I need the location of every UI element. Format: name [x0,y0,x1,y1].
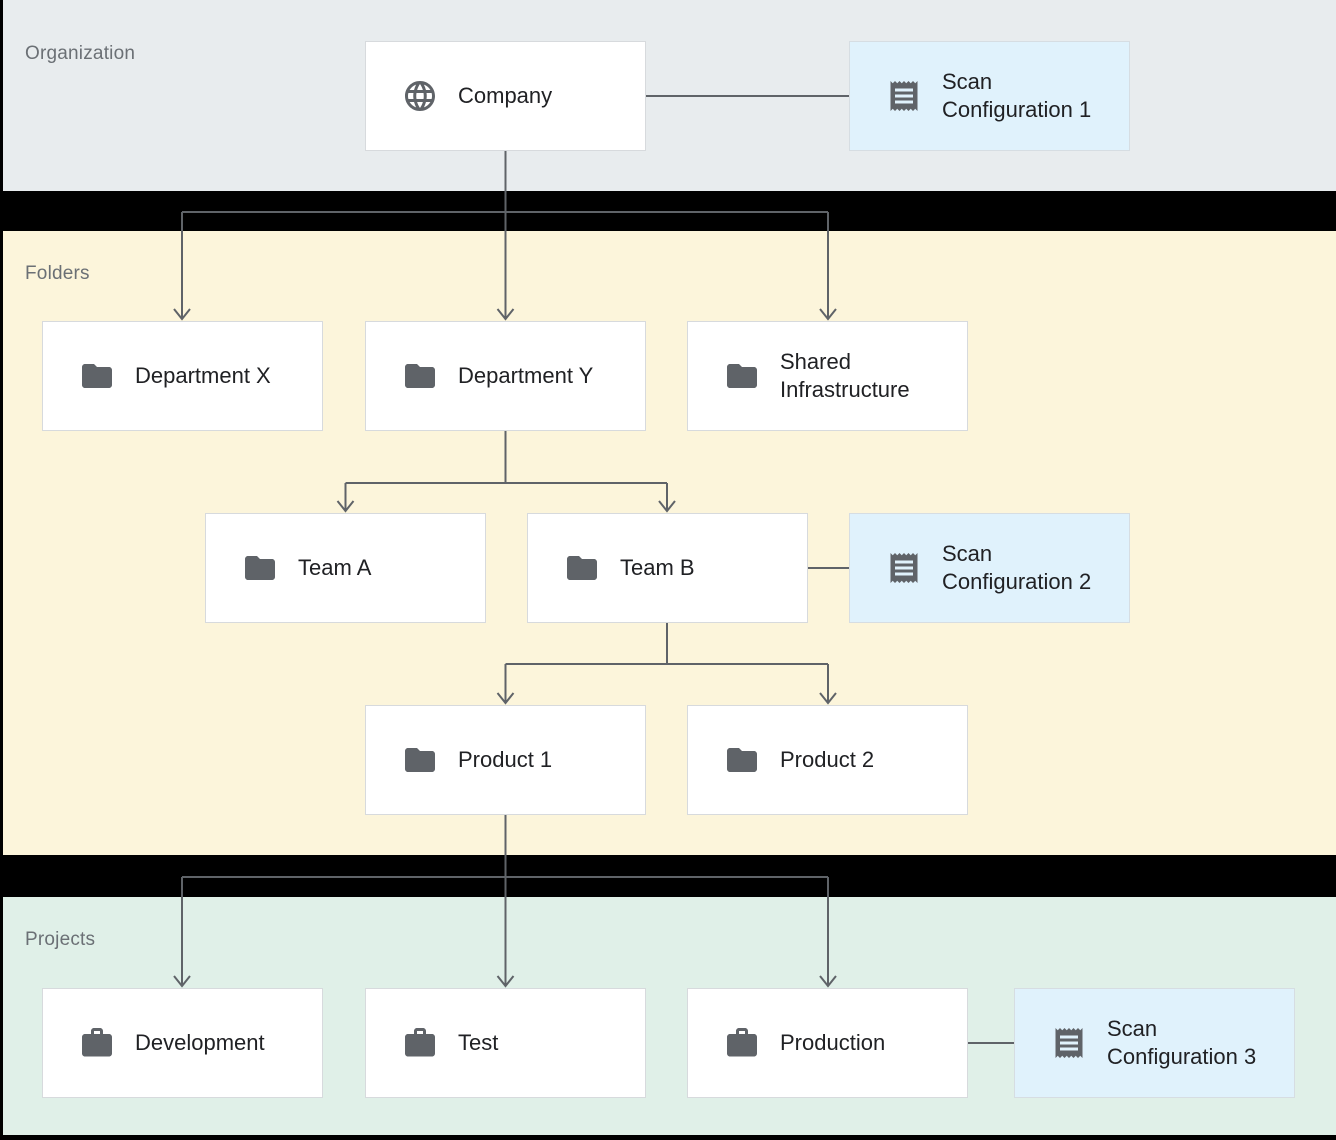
receipt-icon [886,78,922,114]
node-production: Production [687,988,968,1098]
node-department-x: Department X [42,321,323,431]
folder-icon [724,742,760,778]
node-label: Development [135,1030,265,1055]
node-label: Team A [298,555,372,580]
node-label: Department Y [458,363,594,388]
folder-icon [564,550,600,586]
node-scan-configuration-1: Scan Configuration 1 [849,41,1130,151]
section-label-folders: Folders [25,263,90,284]
globe-icon [402,78,438,114]
node-department-y: Department Y [365,321,646,431]
node-label: Test [458,1030,499,1055]
node-label: Team B [620,555,695,580]
receipt-icon [886,550,922,586]
node-label: Department X [135,363,271,388]
briefcase-icon [79,1025,115,1061]
node-team-a: Team A [205,513,486,623]
folder-icon [402,358,438,394]
folder-icon [79,358,115,394]
node-test: Test [365,988,646,1098]
node-label: Product 1 [458,747,553,772]
node-development: Development [42,988,323,1098]
node-product-1: Product 1 [365,705,646,815]
node-company: Company [365,41,646,151]
folder-icon [724,358,760,394]
node-label: Product 2 [780,747,875,772]
node-shared-infrastructure: Shared Infrastructure [687,321,968,431]
folder-icon [402,742,438,778]
folder-icon [242,550,278,586]
node-label: Scan Configuration 2 [942,541,1092,594]
node-label: Scan Configuration 3 [1107,1016,1257,1069]
node-product-2: Product 2 [687,705,968,815]
node-scan-configuration-3: Scan Configuration 3 [1014,988,1295,1098]
node-label: Production [780,1030,886,1055]
node-team-b: Team B [527,513,808,623]
section-label-projects: Projects [25,929,96,950]
briefcase-icon [402,1025,438,1061]
node-label: Scan Configuration 1 [942,69,1092,122]
node-scan-configuration-2: Scan Configuration 2 [849,513,1130,623]
node-label: Company [458,83,553,108]
section-label-organization: Organization [25,43,136,64]
briefcase-icon [724,1025,760,1061]
receipt-icon [1051,1025,1087,1061]
node-label: Shared Infrastructure [780,349,910,402]
